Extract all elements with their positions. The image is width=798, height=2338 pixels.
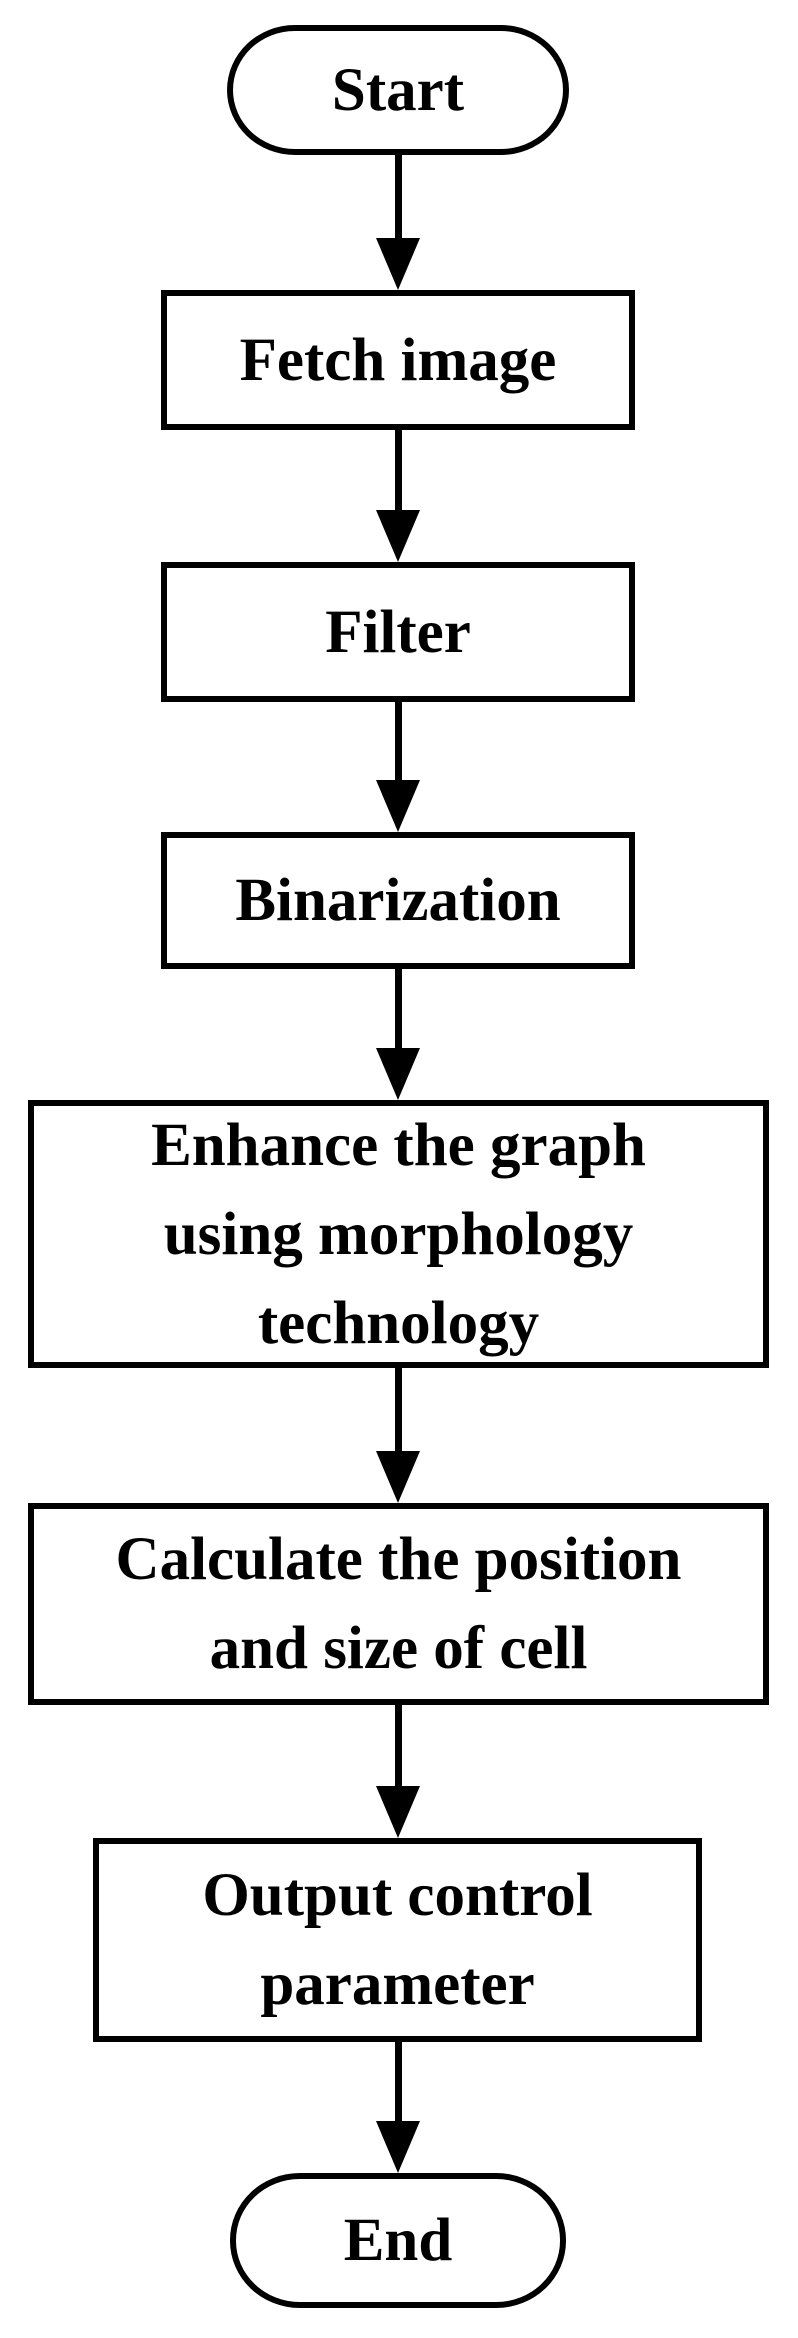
arrow-down-icon — [376, 702, 420, 832]
arrowhead-icon — [376, 1786, 420, 1838]
node-binarization: Binarization — [161, 832, 635, 969]
arrow-down-icon — [376, 969, 420, 1100]
arrowhead-icon — [376, 1048, 420, 1100]
arrow-shaft — [394, 1368, 402, 1451]
node-enhance-line-3: technology — [257, 1289, 540, 1357]
arrowhead-icon — [376, 2121, 420, 2173]
node-calculate-line-2: and size of cell — [209, 1615, 588, 1682]
node-calculate-line-1: Calculate the position — [115, 1526, 682, 1593]
arrow-down-icon — [376, 1368, 420, 1503]
node-end-label: End — [343, 2207, 453, 2274]
arrow-shaft — [394, 969, 402, 1048]
node-start-label: Start — [331, 56, 465, 124]
arrow-down-icon — [376, 1705, 420, 1838]
node-output-line-1: Output control — [202, 1862, 593, 1929]
arrow-shaft — [394, 2042, 402, 2121]
arrowhead-icon — [376, 1451, 420, 1503]
node-filter-label: Filter — [325, 598, 471, 666]
arrow-down-icon — [376, 155, 420, 290]
arrow-shaft — [394, 430, 402, 510]
arrow-down-icon — [376, 2042, 420, 2173]
arrow-down-icon — [376, 430, 420, 562]
node-calculate-position-size: Calculate the position and size of cell — [28, 1503, 769, 1705]
node-output-line-2: parameter — [260, 1951, 535, 2018]
node-filter: Filter — [161, 562, 635, 702]
node-enhance-line-1: Enhance the graph — [151, 1111, 646, 1179]
arrowhead-icon — [376, 780, 420, 832]
node-enhance-line-2: using morphology — [163, 1200, 634, 1268]
node-fetch-image: Fetch image — [161, 290, 635, 430]
node-fetch-image-label: Fetch image — [239, 326, 557, 394]
arrow-shaft — [394, 702, 402, 780]
arrow-shaft — [394, 1705, 402, 1786]
arrowhead-icon — [376, 238, 420, 290]
arrowhead-icon — [376, 510, 420, 562]
node-start: Start — [227, 25, 569, 155]
node-enhance-morphology: Enhance the graph using morphology techn… — [28, 1100, 769, 1368]
arrow-shaft — [394, 155, 402, 238]
node-binarization-label: Binarization — [235, 867, 561, 934]
node-end: End — [230, 2173, 566, 2308]
node-output-control-parameter: Output control parameter — [93, 1838, 702, 2042]
